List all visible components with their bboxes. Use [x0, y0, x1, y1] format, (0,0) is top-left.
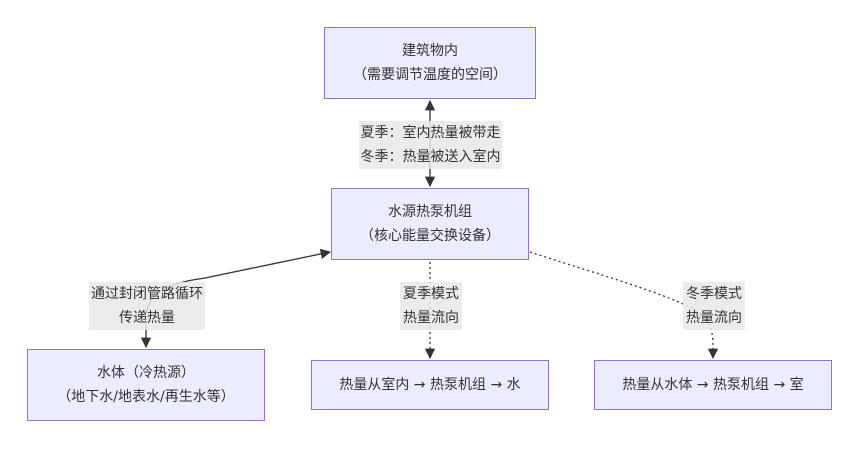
winter-heat-direction-line: 热量流向: [686, 310, 742, 326]
edge-label-winter-mode: 冬季模式 热量流向: [683, 282, 745, 330]
edge-label-summer-line: 夏季：室内热量被带走: [360, 125, 501, 141]
water-body-subtitle: （地下水/地表水/再生水等）: [57, 389, 235, 405]
edge-label-winter-line: 冬季：热量被送入室内: [360, 149, 501, 165]
summer-flow-text: 热量从室内 → 热泵机组 → 水: [339, 377, 521, 393]
winter-mode-line: 冬季模式: [686, 286, 742, 302]
edge-label-circulation-line: 通过封闭管路循环: [91, 286, 203, 302]
edge-label-water-heat-pump: 通过封闭管路循环 传递热量: [89, 282, 205, 330]
winter-flow-text: 热量从水体 → 热泵机组 → 室: [622, 377, 804, 393]
edge-label-transfer-line: 传递热量: [119, 310, 175, 326]
edge-label-building-heat-pump: 夏季：室内热量被带走 冬季：热量被送入室内: [359, 121, 502, 169]
summer-mode-line: 夏季模式: [403, 286, 459, 302]
building-node: 建筑物内 （需要调节温度的空间）: [324, 27, 536, 99]
heat-pump-title: 水源热泵机组: [388, 204, 472, 220]
summer-flow-node: 热量从室内 → 热泵机组 → 水: [311, 360, 549, 410]
heat-pump-node: 水源热泵机组 （核心能量交换设备）: [331, 188, 529, 260]
water-body-node: 水体（冷热源） （地下水/地表水/再生水等）: [27, 349, 265, 421]
winter-flow-node: 热量从水体 → 热泵机组 → 室: [594, 360, 832, 410]
heat-pump-subtitle: （核心能量交换设备）: [360, 228, 500, 244]
building-title: 建筑物内: [402, 43, 458, 59]
edge-label-summer-mode: 夏季模式 热量流向: [400, 282, 462, 330]
water-body-title: 水体（冷热源）: [97, 365, 195, 381]
building-subtitle: （需要调节温度的空间）: [353, 67, 507, 83]
summer-heat-direction-line: 热量流向: [403, 310, 459, 326]
